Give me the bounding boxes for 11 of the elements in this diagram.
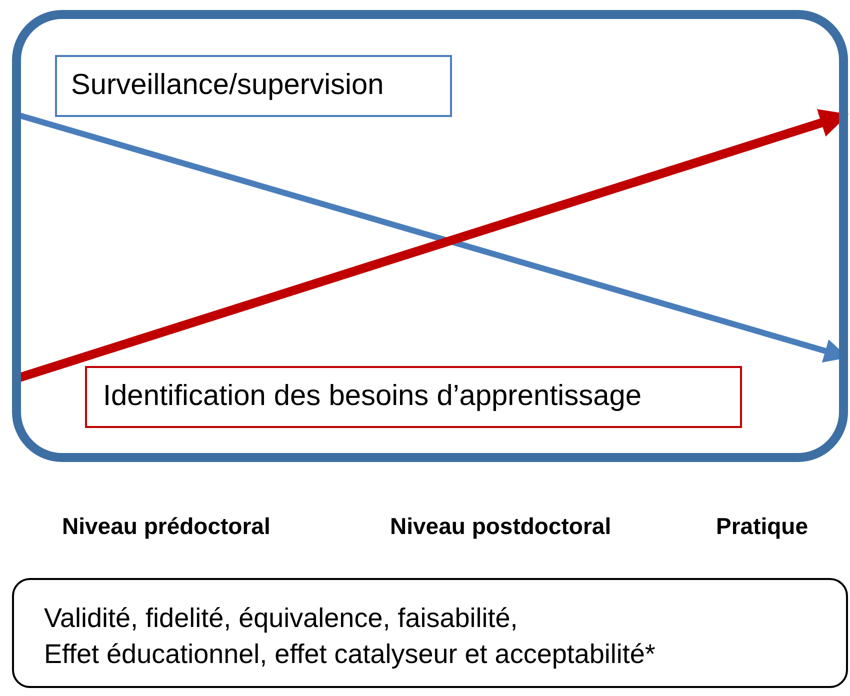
- axis-label: Pratique: [716, 513, 808, 540]
- node-text: Effet éducationnel, effet catalyseur et acceptabilité*: [44, 638, 656, 672]
- node-text: Surveillance/supervision: [71, 69, 385, 102]
- label-box: [55, 55, 452, 117]
- node-text: Validité, fidelité, équivalence, faisabilité,: [44, 602, 519, 635]
- node-text: Identification des besoins d’apprentissage: [103, 380, 642, 413]
- axis-label: Niveau postdoctoral: [390, 513, 612, 540]
- label-box: [85, 366, 742, 428]
- axis-label: Niveau prédoctoral: [62, 513, 270, 540]
- note-box: [12, 578, 848, 688]
- panel-frame: [12, 10, 848, 462]
